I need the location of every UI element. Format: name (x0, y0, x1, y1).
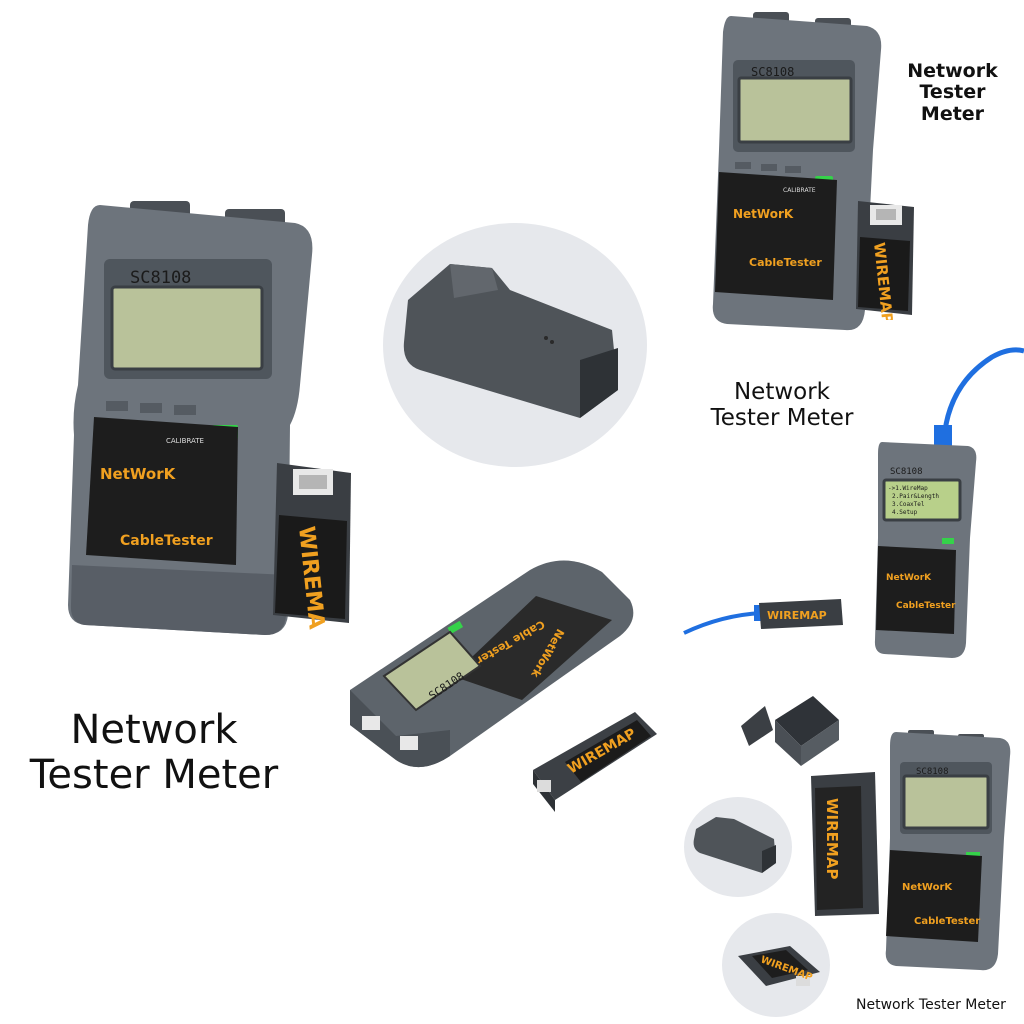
battery-case (741, 696, 839, 766)
middle-right-caption: Network Tester Meter (703, 379, 861, 432)
br-remote-closeup-circle (684, 797, 792, 897)
tr-caption-line1: Network (907, 60, 998, 82)
calibrate-label: CALIBRATE (166, 437, 204, 445)
mr-menu-line1: ->1.WireMap (888, 485, 928, 492)
mr-remote-label: WIREMAP (767, 609, 827, 622)
main-lcd-screen (110, 285, 264, 371)
tr-brand-line2: CableTester (749, 256, 822, 269)
bottom-right-caption: Network Tester Meter (856, 997, 1006, 1013)
middle-right-wiremap-remote: WIREMAP (759, 599, 843, 629)
mr-menu-line3: 3.CoaxTel (892, 501, 925, 508)
br-remote-label-upright: WIREMAP (823, 798, 841, 879)
middle-right-tester-device: SC8108 ->1.WireMap 2.Pair&Length 3.CoaxT… (874, 442, 977, 658)
angled-tester-device: Cable Tester NetWork SC8108 (350, 560, 634, 768)
main-caption-line2: Tester Meter (29, 751, 279, 798)
mr-menu-line2: 2.Pair&Length (892, 493, 939, 500)
bottom-right-tester-device: SC8108 NetWorK CableTester (885, 730, 1011, 971)
tr-brand-line1: NetWorK (733, 207, 794, 221)
mr-model-label: SC8108 (890, 467, 923, 477)
main-model-label: SC8108 (130, 268, 191, 288)
remote-closeup-circle (383, 223, 647, 467)
angled-wiremap-remote: WIREMAP (533, 712, 657, 812)
br-brand-line2: CableTester (914, 916, 980, 927)
tr-calibrate-label: CALIBRATE (783, 187, 816, 194)
tr-caption-line2: Tester Meter (919, 81, 986, 125)
tr-model-label: SC8108 (751, 65, 794, 79)
main-brand-line1: NetWorK (100, 465, 177, 483)
main-tester-device: SC8108 CALIBRATE NetWorK CableTester (68, 201, 313, 635)
mr-menu-line4: 4.Setup (892, 509, 918, 516)
top-right-tester-device: SC8108 CALIBRATE NetWorK CableTester (712, 12, 882, 331)
top-right-wiremap-remote: WIREMAP (856, 201, 914, 320)
br-remote-flat-circle: WIREMAP (722, 913, 830, 1017)
top-right-caption: Network Tester Meter (885, 60, 1020, 125)
br-brand-line1: NetWorK (902, 882, 953, 893)
br-model-label: SC8108 (916, 767, 949, 777)
mr-brand-line2: CableTester (896, 601, 956, 611)
br-wiremap-remote-upright: WIREMAP (811, 772, 879, 916)
mr-caption-line2: Tester Meter (710, 404, 854, 431)
main-caption: Network Tester Meter (20, 708, 288, 798)
mr-caption-line1: Network (733, 379, 831, 405)
mr-brand-line1: NetWorK (886, 573, 932, 583)
main-brand-line2: CableTester (120, 533, 213, 549)
main-wiremap-remote: WIREMAP (273, 463, 351, 630)
main-caption-line1: Network (70, 707, 238, 753)
